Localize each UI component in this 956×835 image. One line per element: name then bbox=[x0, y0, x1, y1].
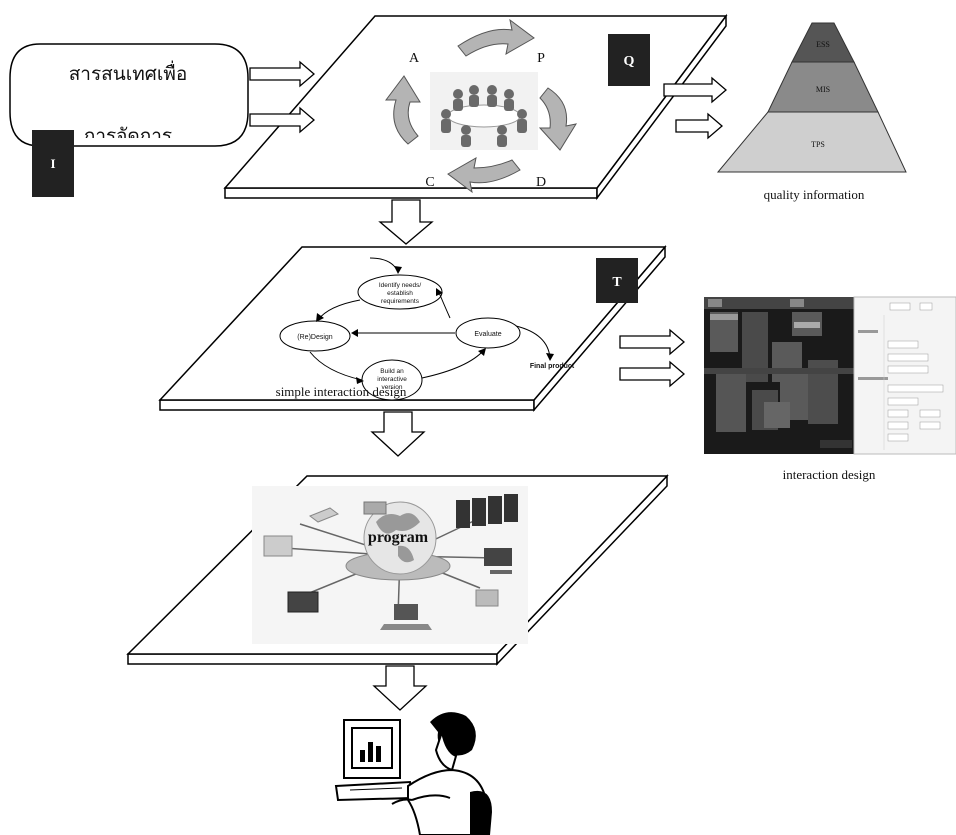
pyramid-arrows bbox=[663, 76, 727, 140]
down-arrow-3 bbox=[372, 665, 428, 711]
tag-i: I bbox=[32, 130, 74, 197]
svg-text:Evaluate: Evaluate bbox=[474, 331, 501, 338]
input-arrows bbox=[249, 60, 315, 134]
pdca-d: D bbox=[536, 175, 546, 190]
pyramid-ess: ESS bbox=[816, 40, 830, 49]
interaction-design-screenshot bbox=[704, 296, 956, 455]
pyramid-caption: quality information bbox=[764, 187, 865, 202]
simple-interaction-caption: simple interaction design bbox=[276, 384, 407, 399]
plane-2 bbox=[158, 244, 667, 413]
info-pyramid: ESS MIS TPS quality information bbox=[716, 22, 907, 202]
tag-q: Q bbox=[608, 34, 650, 86]
svg-text:Identify needs/: Identify needs/ bbox=[379, 282, 421, 289]
down-arrow-1 bbox=[378, 199, 434, 245]
input-box: สารสนเทศเพื่อ การจัดการ bbox=[9, 43, 249, 147]
interaction-cycle: Identify needs/ establish requirements (… bbox=[276, 257, 575, 401]
pdca-p: P bbox=[537, 51, 545, 66]
interaction-arrows bbox=[619, 328, 685, 388]
svg-text:(Re)Design: (Re)Design bbox=[297, 334, 333, 341]
tag-t: T bbox=[596, 258, 638, 303]
input-box-line1: สารสนเทศเพื่อ bbox=[69, 60, 188, 85]
interaction-design-caption: interaction design bbox=[783, 467, 876, 482]
svg-text:interactive: interactive bbox=[377, 376, 407, 383]
svg-text:Final product: Final product bbox=[530, 363, 575, 370]
pyramid-tps: TPS bbox=[811, 140, 825, 149]
pdca-a: A bbox=[409, 51, 420, 66]
svg-text:I: I bbox=[50, 156, 55, 171]
network-image: program bbox=[252, 486, 528, 644]
meeting-group-image bbox=[430, 72, 538, 150]
input-box-line2: การจัดการ bbox=[84, 126, 172, 147]
user-at-computer-icon bbox=[334, 712, 492, 835]
pyramid-mis: MIS bbox=[816, 85, 830, 94]
down-arrow-2 bbox=[370, 411, 426, 457]
svg-text:requirements: requirements bbox=[381, 298, 420, 305]
pdca-curved-arrows bbox=[385, 18, 578, 194]
svg-text:T: T bbox=[612, 275, 622, 290]
program-label: program bbox=[368, 529, 429, 546]
svg-text:establish: establish bbox=[387, 290, 413, 297]
svg-text:Build an: Build an bbox=[380, 368, 404, 375]
svg-text:version: version bbox=[382, 384, 403, 391]
svg-text:Q: Q bbox=[624, 54, 635, 69]
pdca-c: C bbox=[425, 175, 434, 190]
